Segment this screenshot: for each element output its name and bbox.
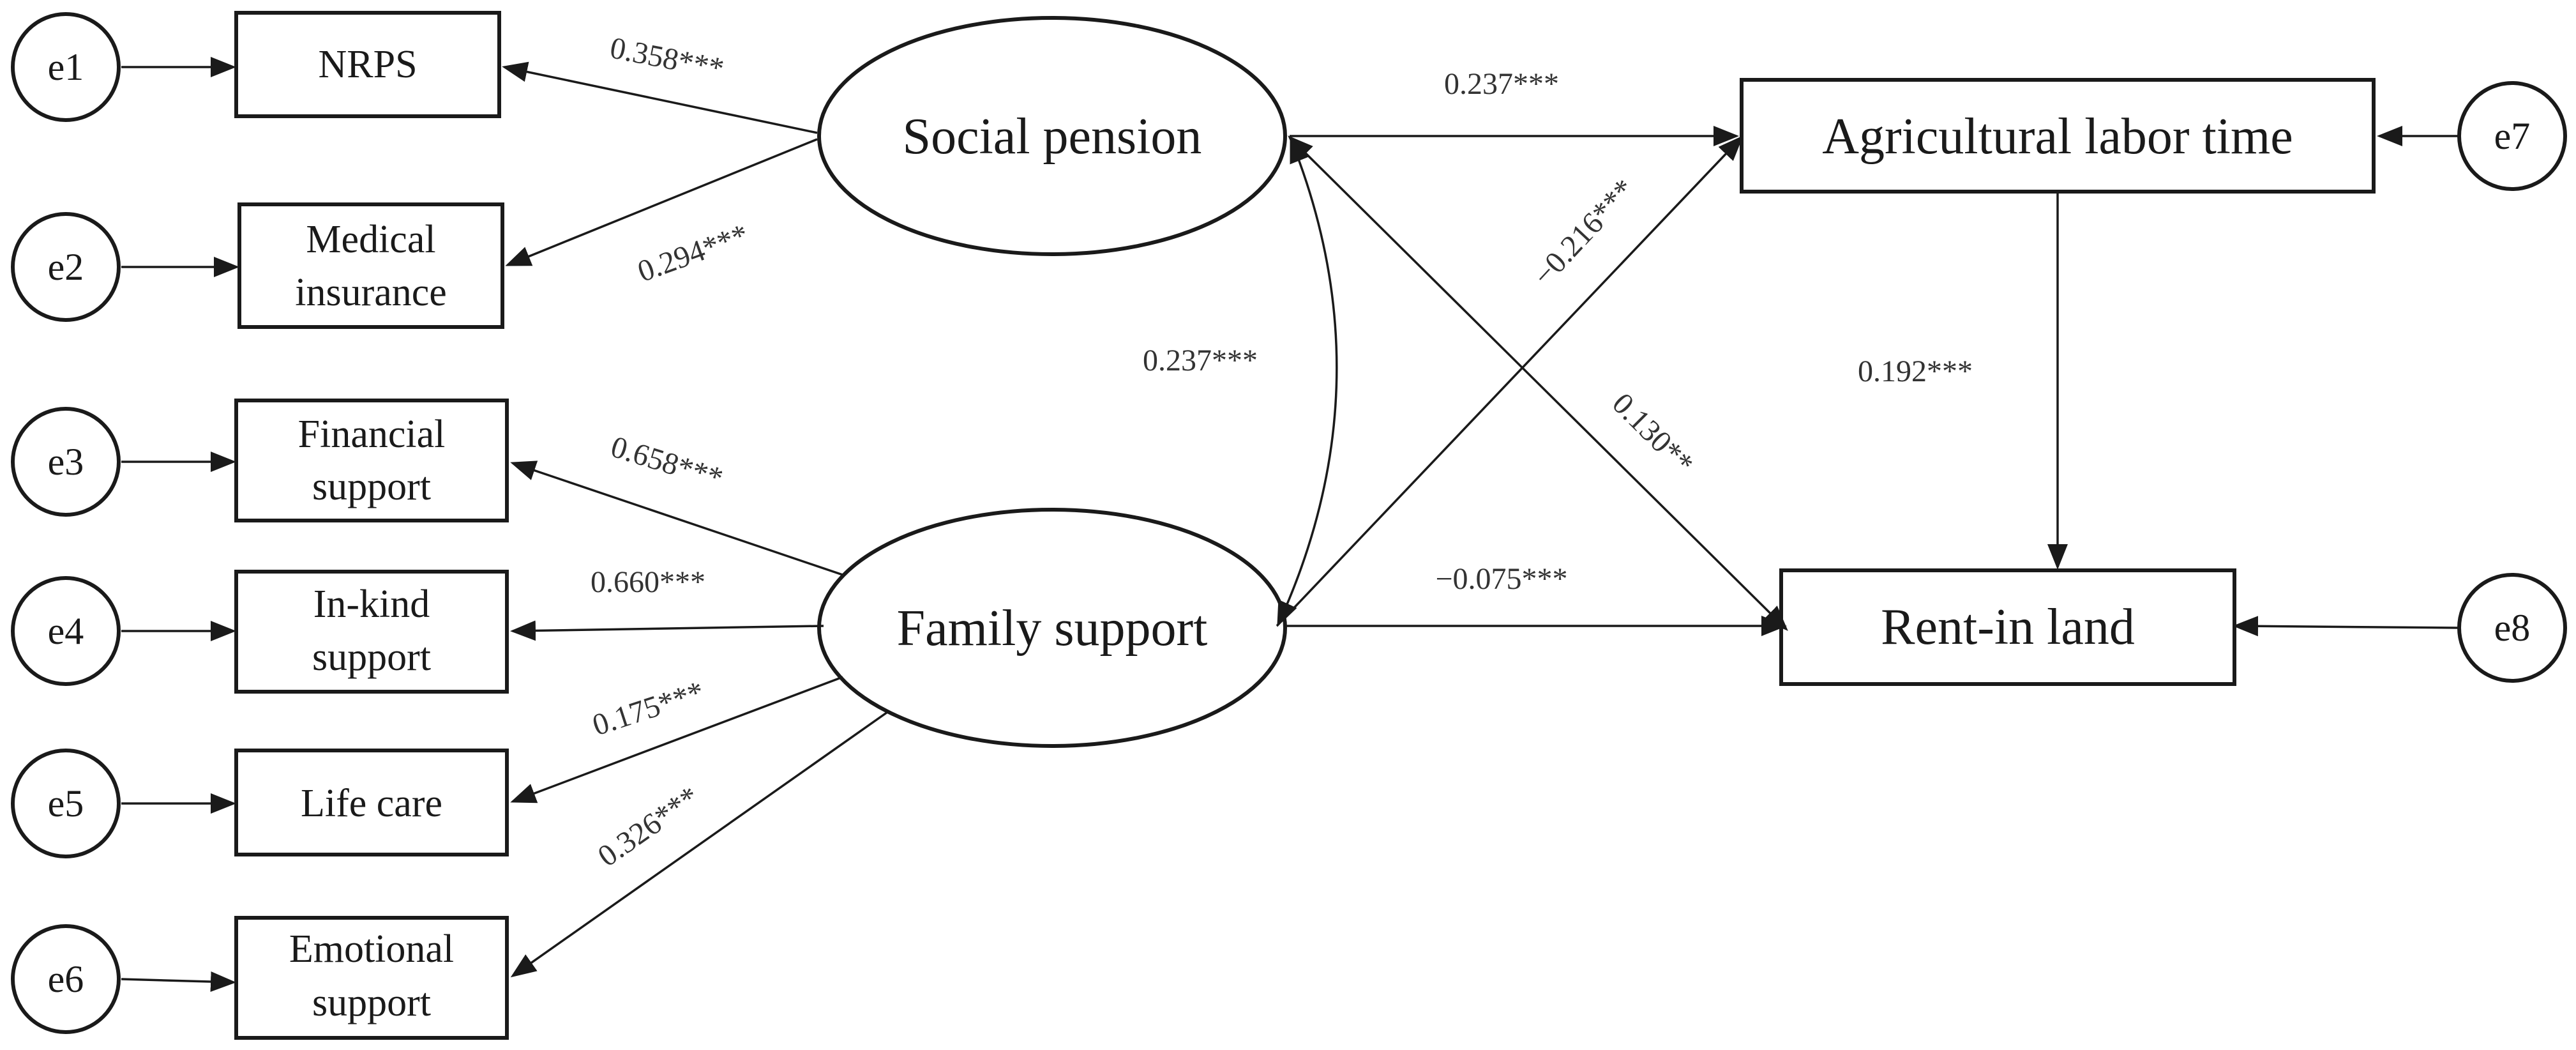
- coef-fs-inkind: 0.660***: [591, 565, 705, 599]
- coef-sp-labor: 0.237***: [1444, 67, 1559, 101]
- error-e3-label: e3: [48, 441, 84, 483]
- arrow-e6-emotional: [121, 971, 236, 992]
- arrow-e8-rent: [2233, 616, 2459, 637]
- indicator-medical-line2: insurance: [295, 271, 447, 314]
- path-fs-inkind: [510, 620, 824, 641]
- indicator-nrps-label: NRPS: [318, 43, 417, 86]
- path-fs-emotional: [510, 711, 889, 978]
- indicator-medical-insurance: Medical insurance: [237, 202, 504, 329]
- indicator-emotional-support: Emotional support: [234, 916, 509, 1040]
- path-fs-financial: [510, 460, 843, 576]
- indicator-life-care: Life care: [234, 749, 509, 856]
- latent-family-support: Family support: [817, 508, 1287, 748]
- error-e6-label: e6: [48, 958, 84, 1000]
- indicator-lifecare-label: Life care: [301, 782, 442, 825]
- outcome-rent-in-land: Rent-in land: [1779, 568, 2236, 686]
- coef-fs-rent: −0.075***: [1435, 562, 1567, 596]
- coef-fs-emotional: 0.326***: [592, 780, 705, 874]
- error-e2: e2: [11, 212, 121, 322]
- coef-fs-lifecare: 0.175***: [589, 674, 709, 742]
- path-fs-lifecare: [510, 676, 843, 803]
- error-e3: e3: [11, 407, 121, 517]
- coef-sp-nrps: 0.358***: [607, 31, 727, 86]
- error-e1: e1: [11, 12, 121, 122]
- coef-fs-financial: 0.658***: [607, 430, 727, 496]
- error-e4-label: e4: [48, 610, 84, 652]
- error-e5: e5: [11, 749, 121, 858]
- coef-labor-rent: 0.192***: [1858, 354, 1973, 388]
- outcome-rent-label: Rent-in land: [1881, 599, 2135, 655]
- outcome-agricultural-labor-time: Agricultural labor time: [1740, 78, 2376, 194]
- indicator-inkind-line1: In-kind: [313, 582, 430, 626]
- latent-social-pension-label: Social pension: [903, 109, 1202, 165]
- error-e4: e4: [11, 576, 121, 686]
- error-e7-label: e7: [2494, 115, 2531, 157]
- error-e7: e7: [2457, 81, 2567, 191]
- covariance-sp-fs: [1277, 137, 1338, 627]
- indicator-inkind-support: In-kind support: [234, 570, 509, 694]
- path-fs-labor: [1276, 135, 1744, 627]
- path-sp-nrps: [502, 61, 818, 134]
- coef-sp-fs-cov: 0.237***: [1143, 344, 1258, 377]
- error-e8: e8: [2457, 573, 2567, 683]
- latent-social-pension: Social pension: [817, 16, 1287, 256]
- error-e2-label: e2: [48, 246, 84, 288]
- indicator-emotional-line1: Emotional: [289, 927, 454, 971]
- error-e8-label: e8: [2494, 607, 2531, 649]
- latent-family-support-label: Family support: [897, 600, 1208, 657]
- indicator-financial-support: Financial support: [234, 399, 509, 522]
- error-e1-label: e1: [48, 46, 84, 88]
- indicator-financial-line2: support: [312, 465, 431, 508]
- indicator-inkind-line2: support: [312, 635, 431, 679]
- path-sp-rent: [1288, 135, 1788, 631]
- error-e6: e6: [11, 924, 121, 1034]
- indicator-medical-line1: Medical: [306, 218, 435, 261]
- coef-sp-rent: 0.130**: [1606, 386, 1700, 481]
- outcome-labor-label: Agricultural labor time: [1822, 109, 2293, 165]
- indicator-emotional-line2: support: [312, 981, 431, 1024]
- coef-sp-medical: 0.294***: [633, 218, 753, 289]
- error-e5-label: e5: [48, 782, 84, 825]
- indicator-nrps: NRPS: [234, 11, 501, 118]
- path-sp-medical: [505, 138, 818, 266]
- indicator-financial-line1: Financial: [298, 413, 446, 456]
- coef-fs-labor: −0.216***: [1526, 172, 1641, 293]
